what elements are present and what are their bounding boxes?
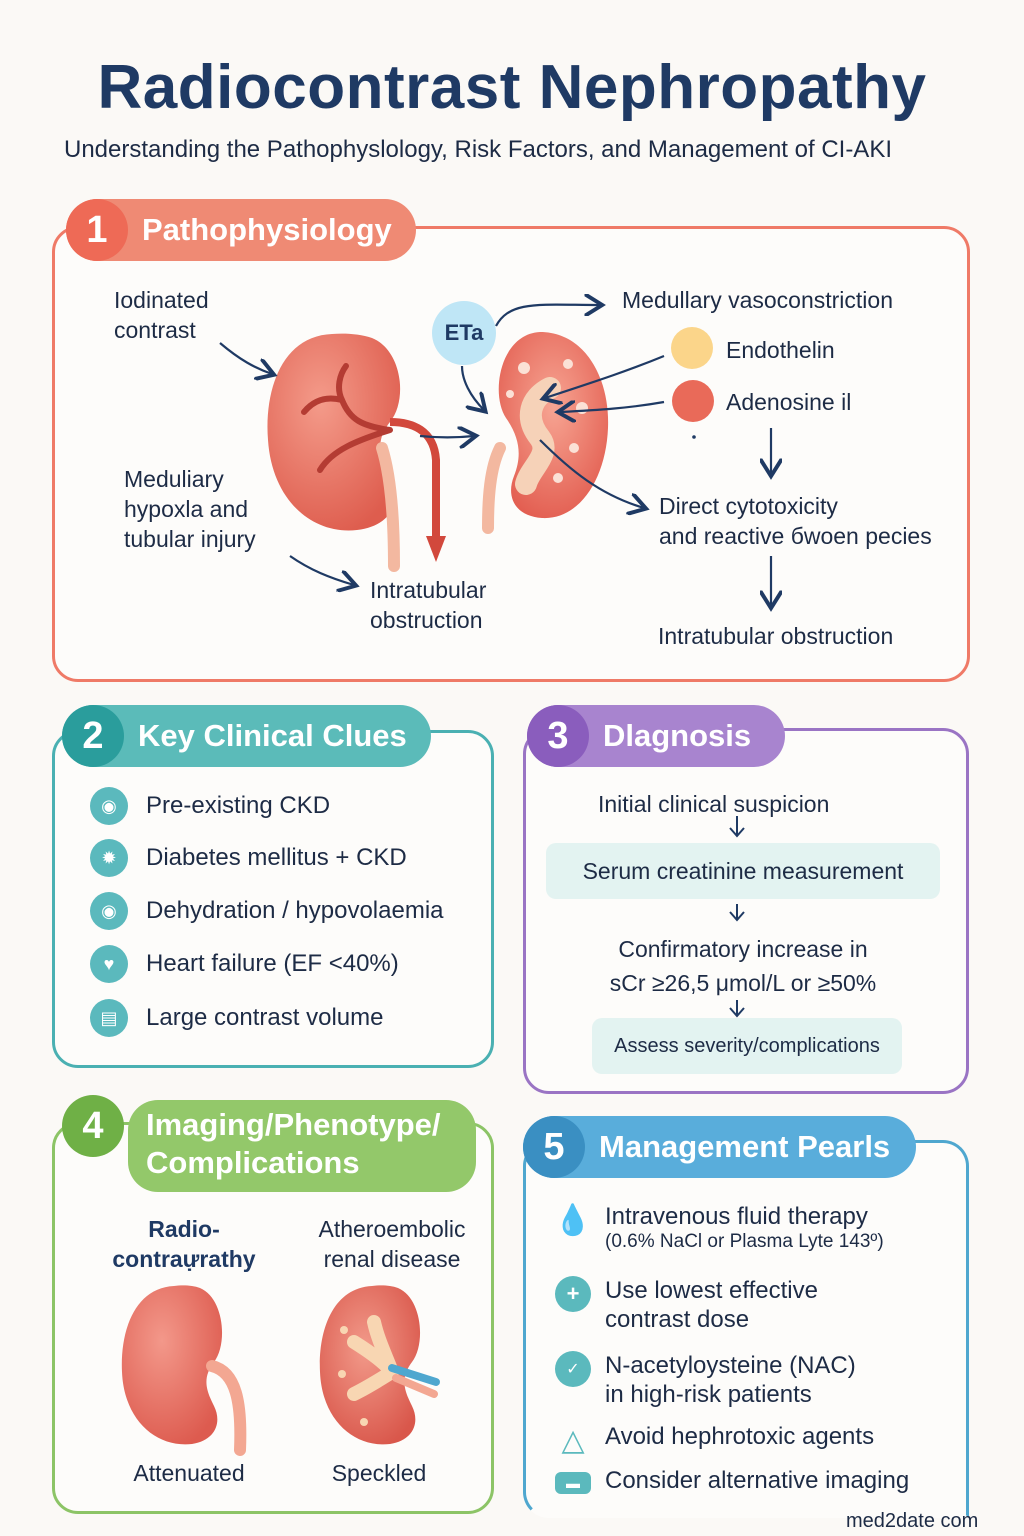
diagnosis-step-creatinine: Serum creatinine measurement [546, 843, 940, 899]
glucose-icon: ✹ [90, 839, 128, 877]
droplet-icon: ◉ [90, 892, 128, 930]
intratubular-obstruction-left-label: Intratubular obstruction [370, 577, 487, 633]
management-header: 5 Management Pearls [523, 1116, 917, 1178]
kidney-attenuated-illustration [121, 1285, 247, 1456]
management-item-text: Use lowest effective [605, 1277, 818, 1304]
clue-text: Diabetes mellitus + CKD [146, 844, 407, 871]
clue-item: ♥ Heart failure (EF <40%) [90, 945, 399, 983]
management-item-text: N-acetyloysteine (NAC) [605, 1352, 856, 1379]
diagnosis-header: 3 Dlagnosis [527, 705, 786, 767]
section-number-1: 1 [66, 199, 128, 261]
attenuated-caption: Attenuated [133, 1460, 245, 1486]
direct-cytotoxicity-label: Direct cytotoxicity and reactive бwoen p… [659, 493, 932, 549]
adenosine-label: Adenosine il [726, 389, 852, 415]
management-item: ▬ Consider alternative imaging [555, 1466, 909, 1495]
imaging-heading: Imaging/Phenotype/ Complications [146, 1107, 441, 1180]
page-title: Radiocontrast Nephropathy [97, 53, 927, 122]
endothelin-icon [671, 327, 713, 369]
section-number-4: 4 [62, 1095, 124, 1157]
medullary-vasoconstriction-label: Medullary vasoconstriction [622, 287, 894, 313]
warning-icon: △ [561, 1423, 585, 1457]
pathophysiology-panel [52, 226, 970, 682]
diagnosis-arrows [729, 816, 745, 1018]
management-item-text: in high-risk patients [605, 1381, 812, 1408]
diagnosis-step-severity-text: Assess severity/complications [614, 1034, 880, 1057]
clue-item: ◉ Pre-existing CKD [90, 787, 330, 825]
medullary-hypoxia-label: Meduliary hypoxla and tubular injury [124, 466, 256, 552]
adenosine-icon [672, 380, 714, 422]
clinical-clues-heading: Key Clinical Clues [138, 718, 407, 753]
droplet-icon: 💧 [554, 1203, 592, 1237]
management-item-text: Intravenous fluid therapy [605, 1203, 868, 1230]
clue-item: ◉ Dehydration / hypovolaemia [90, 892, 444, 930]
diagnosis-step-severity: Assess severity/complications [592, 1018, 902, 1074]
clinical-clues-header: 2 Key Clinical Clues [62, 705, 431, 767]
clue-item: ▤ Large contrast volume [90, 999, 383, 1037]
clue-text: Dehydration / hypovolaemia [146, 897, 444, 924]
pathophysiology-arrows [219, 0, 1024, 700]
management-item: △ Avoid hephrotoxic agents [555, 1422, 874, 1458]
diagnosis-heading: Dlagnosis [603, 718, 752, 753]
clue-item: ✹ Diabetes mellitus + CKD [90, 839, 407, 877]
management-item-text: Consider alternative imaging [605, 1467, 910, 1494]
management-item-text: Avoid hephrotoxic agents [605, 1423, 875, 1450]
atheroembolic-label: Atheroembolic renal disease [318, 1216, 466, 1272]
radiocontrast-label: Radio- contraựrathy [112, 1216, 256, 1272]
management-panel [523, 1140, 969, 1518]
intratubular-obstruction-right-label: Intratubular obstruction [658, 623, 894, 649]
kidney-speckled-small-illustration [319, 1285, 440, 1445]
heart-icon: ♥ [90, 945, 128, 983]
section-number-2: 2 [62, 705, 124, 767]
speckled-caption: Speckled [331, 1460, 427, 1486]
clue-text: Pre-existing CKD [146, 792, 331, 819]
scan-icon: ▬ [555, 1472, 591, 1494]
page-subtitle: Understanding the Pathophyslology, Risk … [64, 136, 892, 163]
kidney-speckled-illustration [482, 332, 609, 534]
iodinated-contrast-label: Iodinated contrast [114, 287, 209, 343]
clue-text: Heart failure (EF <40%) [146, 950, 399, 977]
plus-icon: + [555, 1276, 591, 1312]
syringe-icon: ▤ [90, 999, 128, 1037]
kidney-left-illustration [267, 333, 446, 572]
diagnosis-step-creatinine-text: Serum creatinine measurement [582, 857, 904, 884]
section-number-3: 3 [527, 705, 589, 767]
management-item-text: contrast dose [605, 1306, 750, 1333]
endothelin-label: Endothelin [726, 337, 835, 363]
check-icon: ✓ [555, 1351, 591, 1387]
section-number-5: 5 [523, 1116, 585, 1178]
pathophysiology-header: 1 Pathophysiology [66, 199, 416, 261]
diagnosis-step-confirmatory: Confirmatory increase in sCr ≥26,5 μmol/… [609, 936, 877, 996]
management-item: ✓ N-acetyloysteine (NAC) in high-risk pa… [555, 1351, 856, 1409]
clue-text: Large contrast volume [146, 1004, 384, 1031]
kidney-icon: ◉ [90, 787, 128, 825]
management-item-subtext: (0.6% NaCl or Plasma Lyte 143º) [605, 1231, 884, 1252]
brand-footer: med2date com [846, 1510, 979, 1532]
diagnosis-step-suspicion: Initial clinical suspicion [598, 791, 830, 817]
management-item: 💧 Intravenous fluid therapy (0.6% NaCl o… [554, 1202, 884, 1253]
eta-bubble: ETa [432, 301, 496, 365]
management-heading: Management Pearls [599, 1129, 891, 1164]
eta-label: ETa [444, 320, 484, 345]
imaging-header [128, 1100, 476, 1192]
pathophysiology-heading: Pathophysiology [142, 212, 392, 247]
management-item: + Use lowest effective contrast dose [555, 1276, 818, 1334]
